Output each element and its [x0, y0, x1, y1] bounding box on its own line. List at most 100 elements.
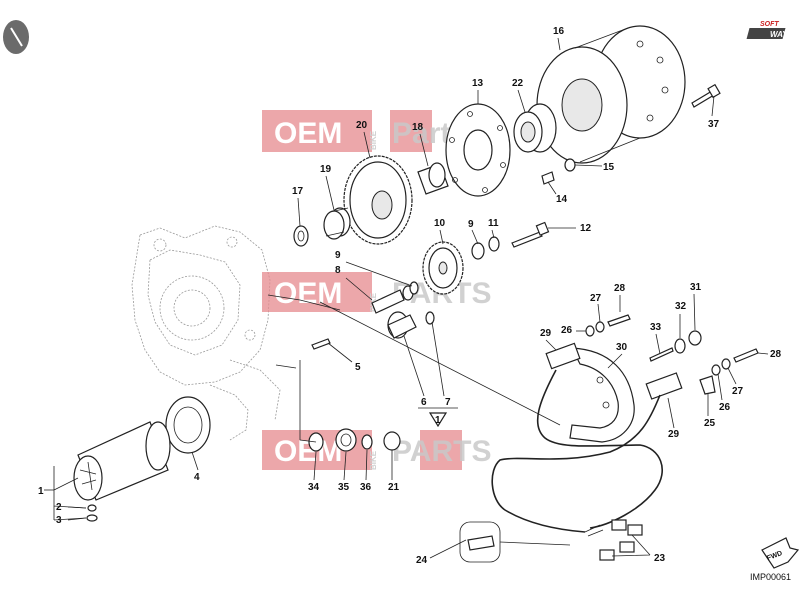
callout-leader-35	[343, 451, 347, 481]
callout-23: 23	[654, 553, 666, 564]
callout-leader-33	[655, 333, 661, 355]
callout-29: 29	[668, 429, 680, 440]
callout-13: 13	[472, 78, 484, 89]
callout-leader-29	[667, 397, 675, 429]
part-11-spacer	[488, 236, 500, 252]
callout-1: 1	[38, 486, 44, 497]
callout-leader-34	[313, 451, 317, 481]
part-24-detail-inset	[459, 521, 571, 563]
callout-leader-27	[727, 367, 737, 385]
callout-7: 7	[445, 397, 451, 408]
callout-leader-3	[67, 517, 87, 521]
part-27-washer-lower	[721, 358, 731, 370]
callout-leader-29	[545, 339, 557, 351]
callout-8: 8	[335, 265, 341, 276]
part-19-needle-bearing	[323, 207, 351, 240]
callout-leader-20	[363, 131, 371, 159]
part-18-bushing	[417, 162, 449, 195]
watermark-oem: OEM	[274, 277, 342, 310]
callout-32: 32	[675, 301, 687, 312]
callout-4: 4	[194, 472, 200, 483]
part-13-clutch-plate	[445, 103, 511, 197]
callout-leader-8	[345, 277, 373, 301]
callout-leader-6	[403, 335, 425, 397]
part-4-gasket	[165, 396, 211, 454]
watermark-oem: OEM	[274, 117, 342, 150]
callout-18: 18	[412, 122, 424, 133]
part-16-flywheel-rotor	[536, 25, 686, 164]
callout-leader-15	[574, 164, 603, 167]
part-28-screw-lower	[733, 348, 759, 363]
part-21-plug	[383, 431, 401, 451]
callout-9: 9	[335, 250, 341, 261]
part-6-pinion-gear	[387, 311, 417, 339]
callout-19: 19	[320, 164, 332, 175]
part-1-starter-motor	[73, 421, 171, 501]
watermark-bottom: OEM BIKE PARTS	[262, 430, 491, 470]
part-36-washer	[361, 434, 373, 450]
callout-27: 27	[732, 386, 744, 397]
callout-26: 26	[561, 325, 573, 336]
callout-leader-9	[345, 261, 413, 287]
callout-leader-28	[757, 352, 769, 355]
part-2-washer	[87, 504, 97, 512]
callout-leader-31	[693, 293, 696, 331]
part-29-pickup-sensor-left	[545, 342, 581, 370]
softway-logo-soft: SOFT	[760, 21, 779, 28]
callout-36: 36	[360, 482, 372, 493]
callout-leader-16	[557, 37, 561, 51]
part-9b-washer	[409, 281, 419, 295]
callout-31: 31	[690, 282, 702, 293]
callout-16: 16	[553, 26, 565, 37]
callout-17: 17	[292, 186, 304, 197]
watermark-top: OEM BIKE Parts	[262, 110, 467, 152]
part-9-washer	[471, 242, 485, 260]
part-33-pin	[649, 347, 674, 362]
part-28-screw-upper	[607, 314, 631, 327]
softway-logo: SOFT WAY	[746, 21, 788, 39]
callout-leader-18	[419, 133, 429, 167]
assembly-lines	[267, 294, 561, 443]
callout-leader-19	[325, 175, 335, 211]
callout-leader-27	[597, 303, 601, 323]
callout-28: 28	[614, 283, 626, 294]
callout-leader-24	[429, 539, 467, 559]
drawing-id: IMP00061	[750, 572, 791, 582]
callout-2: 2	[56, 502, 62, 513]
callout-14: 14	[556, 194, 568, 205]
callout-5: 5	[355, 362, 361, 373]
part-37-screw	[691, 83, 721, 108]
part-3-nut	[86, 514, 98, 522]
callout-leader-5	[327, 342, 353, 363]
callout-leader-14	[547, 181, 557, 195]
part-12-bolt	[511, 221, 550, 248]
callout-35: 35	[338, 482, 350, 493]
callout-28: 28	[770, 349, 782, 360]
watermark-bike: BIKE	[369, 450, 378, 470]
callout-leader-10	[439, 229, 444, 245]
callout-10: 10	[434, 218, 446, 229]
engine-casing-outline	[131, 225, 281, 441]
callout-24: 24	[416, 555, 428, 566]
callout-leader-37	[711, 95, 715, 117]
part-25-cable-clip	[699, 375, 716, 395]
callout-12: 12	[580, 223, 592, 234]
callout-leader-17	[297, 197, 301, 227]
part-20-large-gear	[343, 155, 413, 245]
group-bracket-23	[611, 534, 651, 557]
part-14-pin	[541, 171, 555, 185]
callout-leader-22	[517, 89, 526, 113]
softway-logo-way: WAY	[770, 30, 788, 39]
callout-leader-36	[365, 449, 368, 481]
part-32-washer	[674, 338, 686, 354]
callout-leader-7	[431, 321, 445, 397]
part-10-small-gear	[422, 241, 464, 295]
callout-leader-26	[717, 373, 723, 401]
ducati-corner-logo	[3, 20, 29, 54]
callout-leader-4	[191, 451, 199, 471]
wiring-harness	[491, 369, 664, 537]
part-15-pin	[564, 158, 576, 172]
callout-26: 26	[719, 402, 731, 413]
